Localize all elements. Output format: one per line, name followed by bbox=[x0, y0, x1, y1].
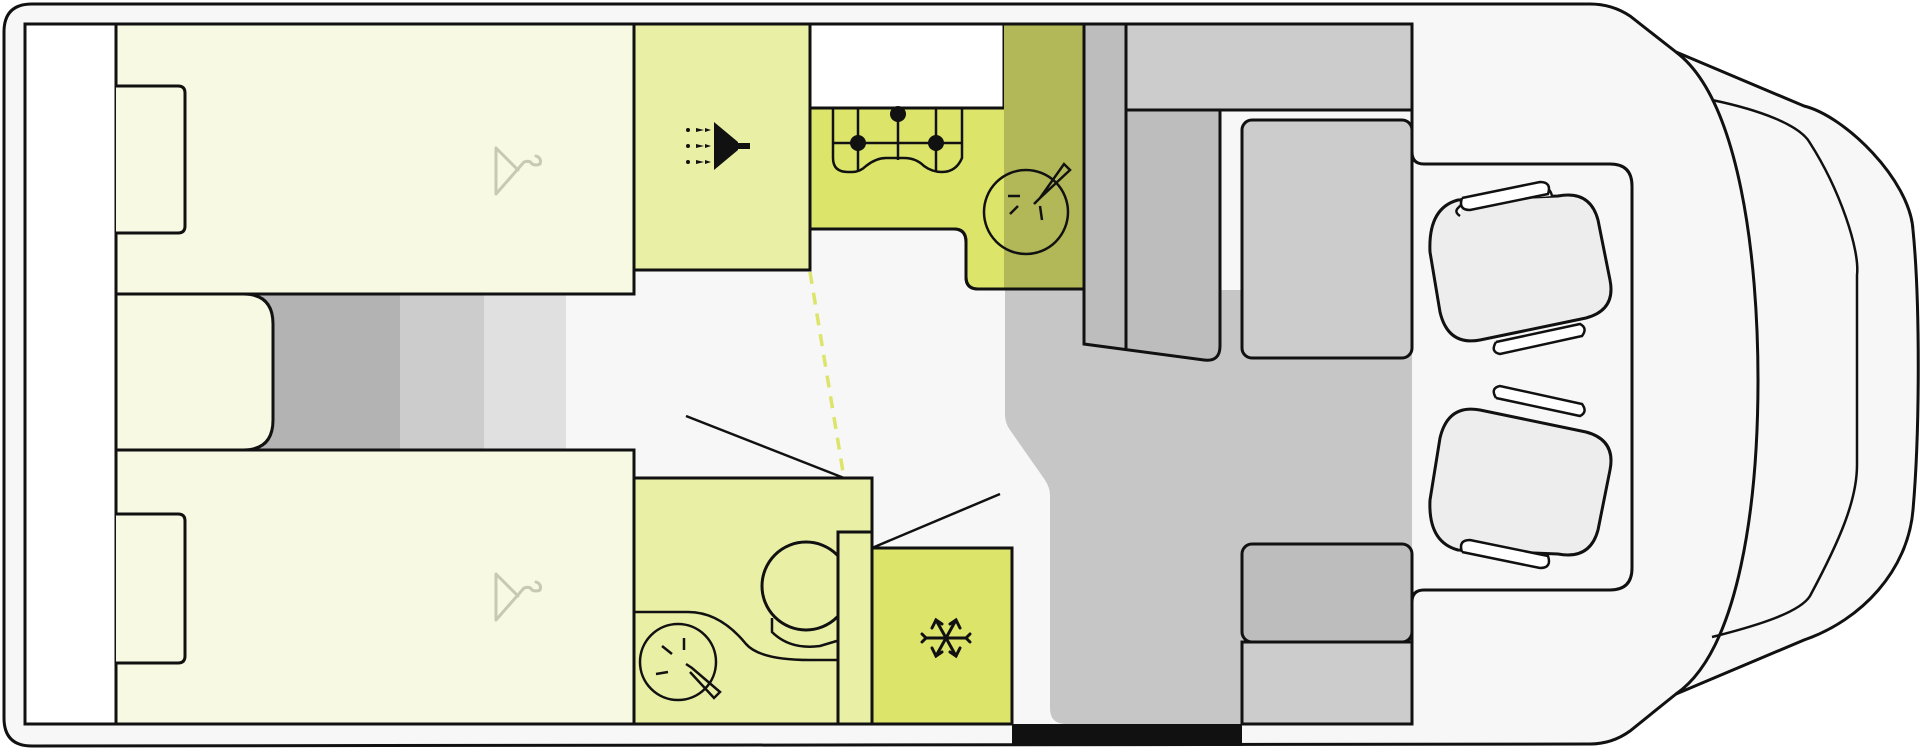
bed-top-pillow bbox=[116, 84, 187, 235]
door-path-dashed bbox=[808, 271, 846, 479]
dash-panel-top bbox=[1675, 50, 1805, 108]
hob-icon bbox=[831, 106, 964, 174]
bed-top bbox=[114, 22, 636, 296]
bed-bottom bbox=[114, 448, 636, 726]
step-2 bbox=[400, 294, 486, 450]
door-swing-washroom bbox=[685, 414, 845, 480]
bench-top-seat bbox=[1082, 22, 1222, 362]
kitchen-window-box bbox=[808, 22, 1006, 110]
lamp-icon bbox=[982, 162, 1072, 256]
bed-middle bbox=[114, 292, 275, 452]
table-top bbox=[1240, 118, 1414, 360]
windshield-line bbox=[1675, 50, 1760, 696]
bench-back bbox=[1124, 22, 1414, 112]
entrance-step bbox=[1012, 724, 1242, 746]
shower-icon bbox=[686, 122, 750, 170]
kitchen-cabinet-edge bbox=[810, 22, 1086, 291]
dash-panel-bottom bbox=[1675, 638, 1805, 696]
bed-bottom-pillow bbox=[116, 512, 187, 665]
washroom-door bbox=[836, 530, 874, 726]
hanger-icon bbox=[494, 146, 542, 196]
captain-seat-icon bbox=[1428, 384, 1613, 570]
cab-seat-rail bbox=[1410, 24, 1634, 603]
fridge bbox=[870, 546, 1014, 726]
lamp-icon bbox=[638, 622, 722, 702]
door-swing-entrance bbox=[871, 492, 1001, 550]
bench-bottom-seat bbox=[1240, 542, 1414, 644]
hanger-icon bbox=[494, 572, 542, 622]
step-3 bbox=[484, 294, 566, 450]
kitchen-cabinet bbox=[1004, 24, 1084, 289]
rear-wall bbox=[23, 22, 122, 726]
captain-seat-icon bbox=[1428, 180, 1613, 356]
bench-bottom-back bbox=[1240, 640, 1414, 726]
snowflake-icon bbox=[920, 617, 972, 659]
dashboard-top bbox=[1711, 98, 1859, 639]
